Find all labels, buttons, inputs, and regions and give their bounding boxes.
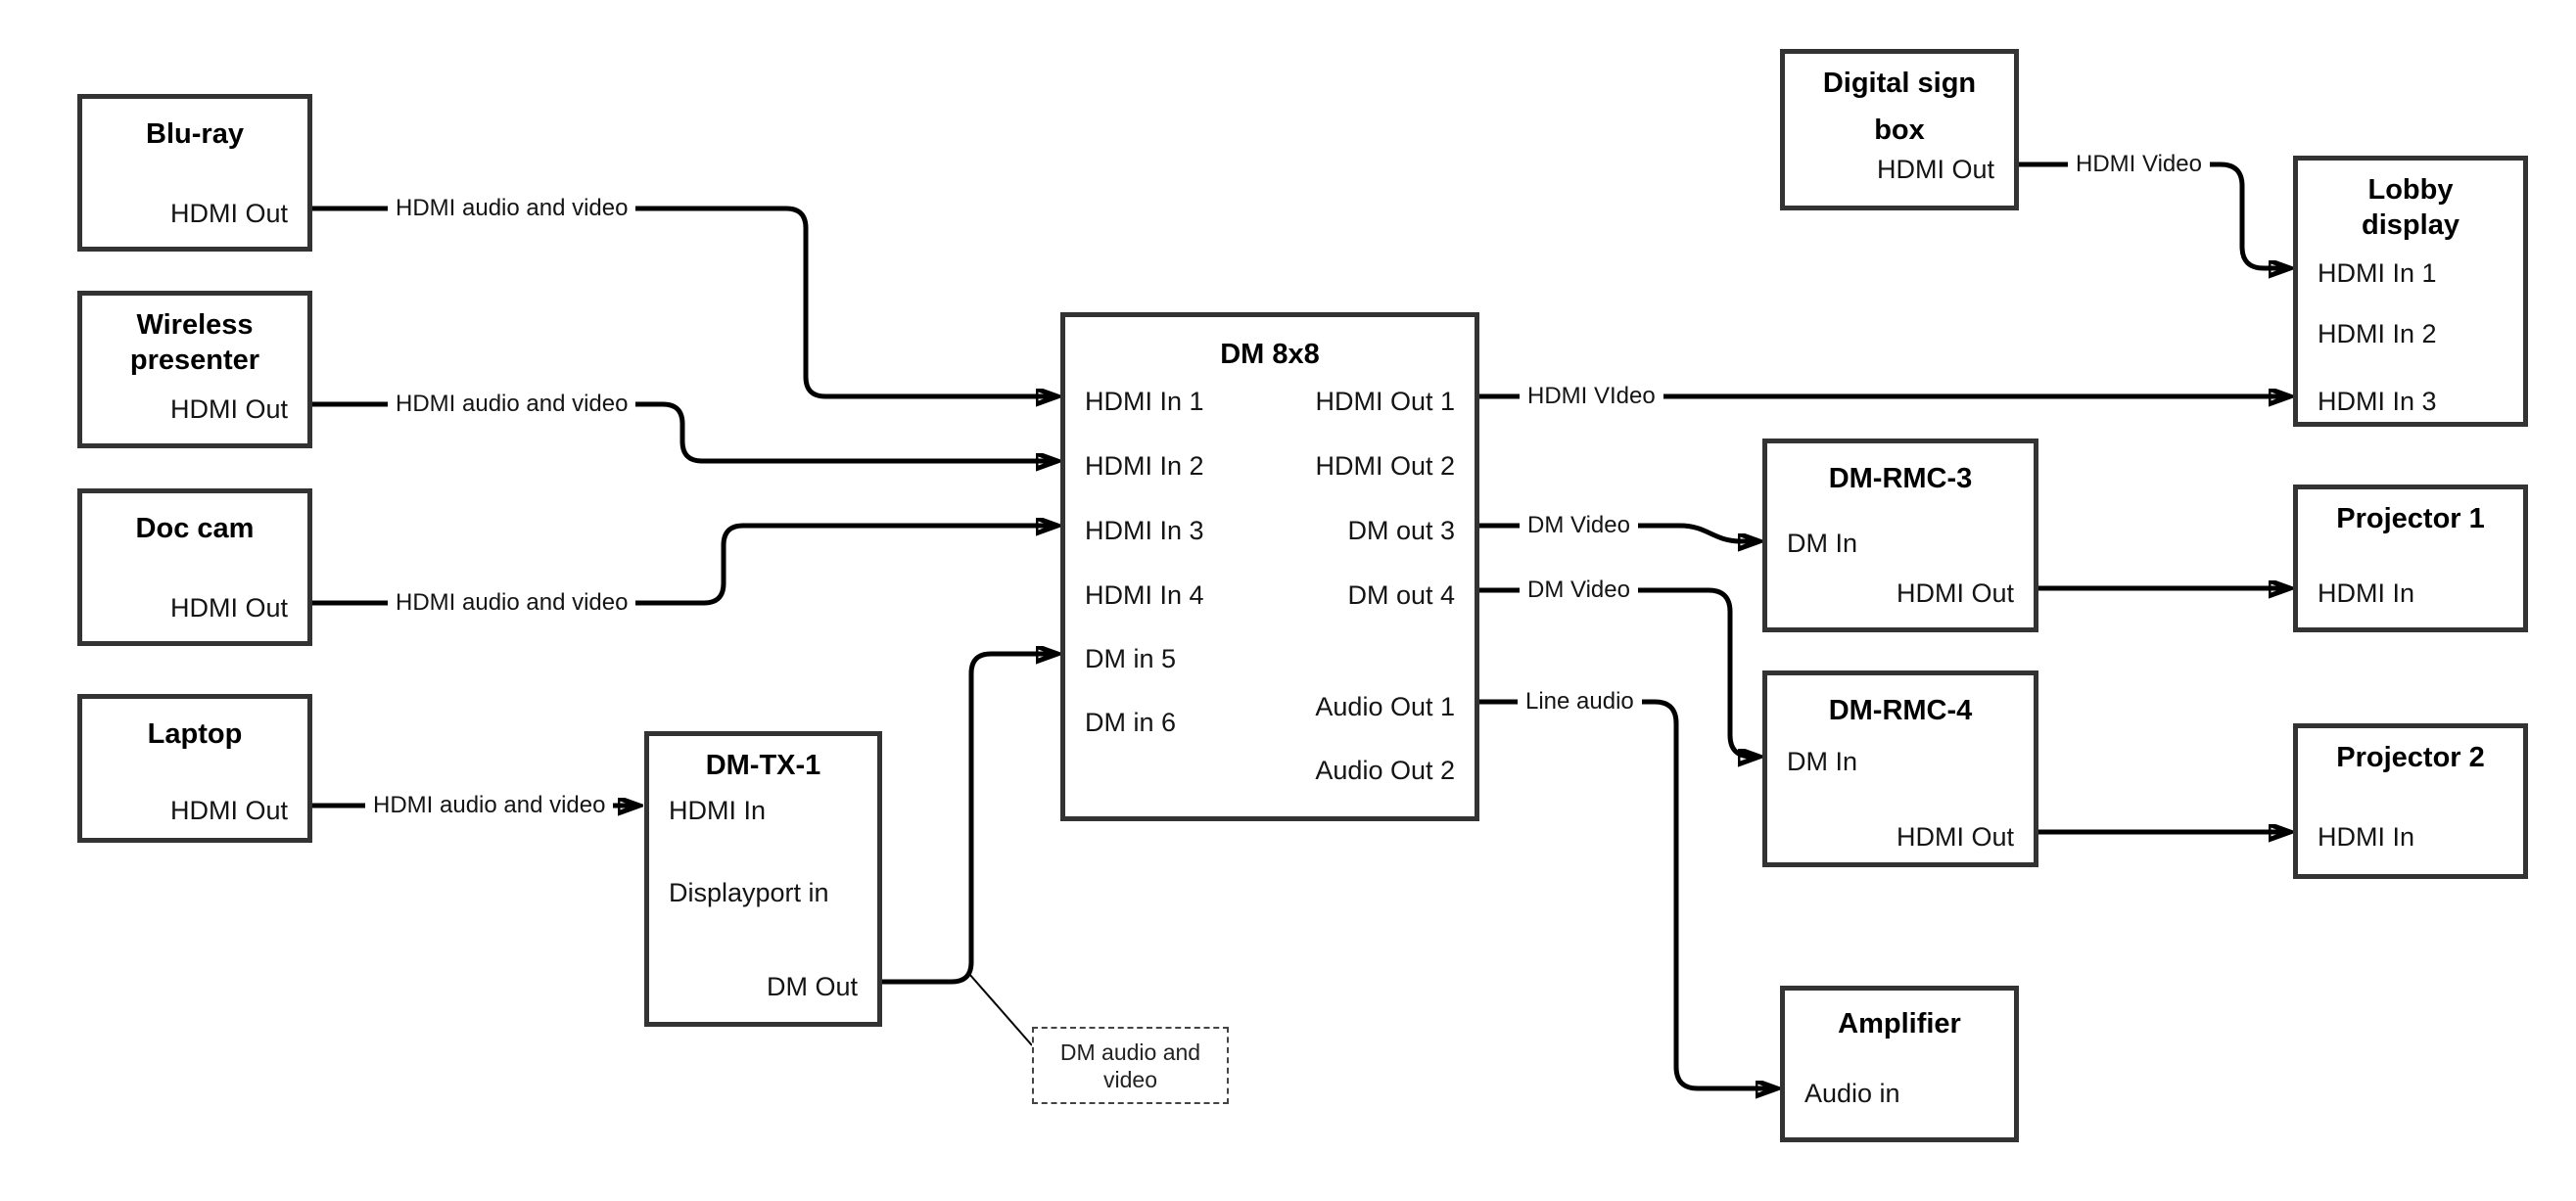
node-dm-rmc-4: DM-RMC-4 DM In HDMI Out [1762,670,2038,867]
connector-dm-out-4-to-rmc4 [1479,587,1758,757]
node-title: DM-TX-1 [705,750,821,781]
node-title-line1: Lobby [2367,174,2454,206]
port-hdmi-in: HDMI In [669,796,767,825]
port-hdmi-out: HDMI Out [169,593,288,623]
node-title-line2: presenter [129,345,260,376]
port-hdmi-in-3: HDMI In 3 [2318,387,2437,416]
port-hdmi-in-2: HDMI In 2 [1085,451,1204,481]
port-audio-out-1: Audio Out 1 [1315,692,1455,721]
connection-label-wireless: HDMI audio and video [388,390,636,419]
port-hdmi-in-3: HDMI In 3 [1085,516,1204,545]
connector-dmtx1-to-dm-in-5 [882,654,1056,985]
node-doc-cam: Doc cam HDMI Out [77,488,312,646]
port-dm-out-3: DM out 3 [1347,516,1455,545]
port-hdmi-in-1: HDMI In 1 [2318,258,2437,288]
connector-digitalsign-to-lobby [2019,162,2289,268]
port-hdmi-in-2: HDMI In 2 [2318,319,2437,348]
node-title: Laptop [147,718,243,750]
connection-label-laptop: HDMI audio and video [365,791,614,820]
node-dm-8x8: DM 8x8 HDMI In 1 HDMI In 2 HDMI In 3 HDM… [1060,312,1479,821]
node-projector-2: Projector 2 HDMI In [2293,723,2528,879]
node-lobby-display: Lobby display HDMI In 1 HDMI In 2 HDMI I… [2293,156,2528,427]
port-hdmi-out-1: HDMI Out 1 [1315,387,1455,416]
node-title: Projector 2 [2336,742,2485,773]
connection-label-line-audio: Line audio [1518,687,1642,716]
connection-label-dm-video-4: DM Video [1520,576,1638,605]
node-amplifier: Amplifier Audio in [1780,986,2019,1142]
node-title-line1: Wireless [136,309,254,341]
node-dm-tx-1: DM-TX-1 HDMI In Displayport in DM Out [644,731,882,1027]
node-title: DM-RMC-4 [1828,695,1973,726]
port-displayport-in: Displayport in [669,878,829,907]
port-hdmi-out: HDMI Out [169,199,288,228]
port-dm-in: DM In [1787,747,1858,776]
node-title: Blu-ray [146,118,244,150]
port-hdmi-in-4: HDMI In 4 [1085,580,1204,610]
connection-label-doccam: HDMI audio and video [388,588,636,618]
node-title: Amplifier [1838,1008,1961,1039]
port-audio-out-2: Audio Out 2 [1315,756,1455,785]
port-dm-in-6: DM in 6 [1085,708,1177,737]
node-title-line1: Digital sign [1822,68,1977,99]
connector-dm-out-3-to-rmc3 [1479,523,1758,541]
port-dm-out: DM Out [766,972,858,1001]
node-laptop: Laptop HDMI Out [77,694,312,843]
node-title: DM-RMC-3 [1828,463,1973,494]
node-title-line2: display [2362,209,2459,241]
connector-audio-out-1-to-amplifier [1479,699,1776,1088]
port-hdmi-in: HDMI In [2318,578,2415,608]
port-hdmi-out: HDMI Out [169,394,288,424]
connector-wireless-to-hdmi-in-2 [312,401,1056,461]
node-title: Projector 1 [2336,503,2485,534]
connection-label-dm-video-3: DM Video [1520,511,1638,540]
node-title: DM 8x8 [1220,339,1320,370]
port-audio-in: Audio in [1804,1079,1900,1108]
port-hdmi-out-2: HDMI Out 2 [1315,451,1455,481]
callout-leader-line [968,973,1033,1046]
port-hdmi-out: HDMI Out [1896,822,2014,852]
port-hdmi-out: HDMI Out [169,796,288,825]
port-hdmi-out: HDMI Out [1876,155,1994,184]
callout-text-line1: DM audio and [1059,1039,1201,1065]
connection-label-digitalsign: HDMI Video [2068,150,2210,179]
port-hdmi-in: HDMI In [2318,822,2415,852]
port-dm-in: DM In [1787,529,1858,558]
connector-doccam-to-hdmi-in-3 [312,526,1056,606]
callout-dm-audio-video: DM audio and video [1032,1027,1229,1104]
port-dm-out-4: DM out 4 [1347,580,1455,610]
node-projector-1: Projector 1 HDMI In [2293,485,2528,632]
node-dm-rmc-3: DM-RMC-3 DM In HDMI Out [1762,439,2038,632]
node-title-line2: box [1874,115,1925,146]
connection-label-bluray: HDMI audio and video [388,194,636,223]
node-digital-sign-box: Digital sign box HDMI Out [1780,49,2019,210]
callout-text-line2: video [1103,1067,1157,1092]
connection-label-hdmi-video-out1: HDMI VIdeo [1520,382,1663,411]
port-dm-in-5: DM in 5 [1085,644,1177,673]
node-title: Doc cam [135,513,255,544]
port-hdmi-out: HDMI Out [1896,578,2014,608]
port-hdmi-in-1: HDMI In 1 [1085,387,1204,416]
connector-bluray-to-hdmi-in-1 [312,206,1056,396]
node-blu-ray: Blu-ray HDMI Out [77,94,312,252]
node-wireless-presenter: Wireless presenter HDMI Out [77,291,312,448]
